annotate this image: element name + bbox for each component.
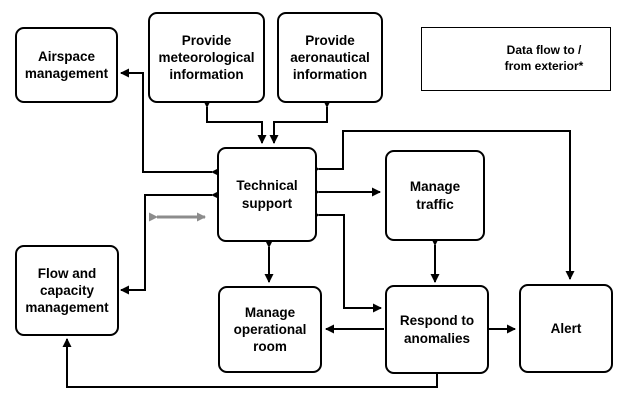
box-airspace-management: Airspace management [15, 27, 118, 103]
box-traffic-label: Manage traffic [409, 179, 461, 212]
box-anomalies-label: Respond to anomalies [399, 313, 475, 346]
box-aero-label: Provide aeronautical information [290, 32, 370, 83]
box-meteo-label: Provide meteorological information [158, 32, 255, 83]
connector-tech-anomalies [311, 210, 382, 313]
box-alert: Alert [519, 284, 613, 373]
box-aeronautical-information: Provide aeronautical information [277, 12, 383, 103]
box-manage-operational-room: Manage operational room [218, 286, 322, 373]
box-alert-label: Alert [550, 320, 582, 336]
connector-tech-alert [311, 130, 575, 280]
connector-anomalies-flow [62, 338, 438, 388]
box-technical-support: Technical support [217, 147, 317, 242]
legend-label: Data flow to / from exterior* [504, 43, 584, 74]
box-tech-label: Technical support [236, 178, 298, 211]
legend-box [421, 27, 611, 91]
box-flow-label: Flow and capacity management [25, 265, 109, 316]
connector-tech-airspace [120, 68, 220, 177]
box-airspace-label: Airspace management [24, 48, 109, 81]
box-meteorological-information: Provide meteorological information [148, 12, 265, 103]
box-manage-traffic: Manage traffic [385, 150, 485, 241]
connector-tech-flow [120, 190, 220, 295]
connector-aero-tech [269, 99, 332, 144]
connector-meteo-tech [202, 99, 267, 144]
box-flow-capacity-management: Flow and capacity management [15, 245, 119, 336]
box-room-label: Manage operational room [233, 304, 307, 355]
box-respond-to-anomalies: Respond to anomalies [385, 285, 489, 374]
